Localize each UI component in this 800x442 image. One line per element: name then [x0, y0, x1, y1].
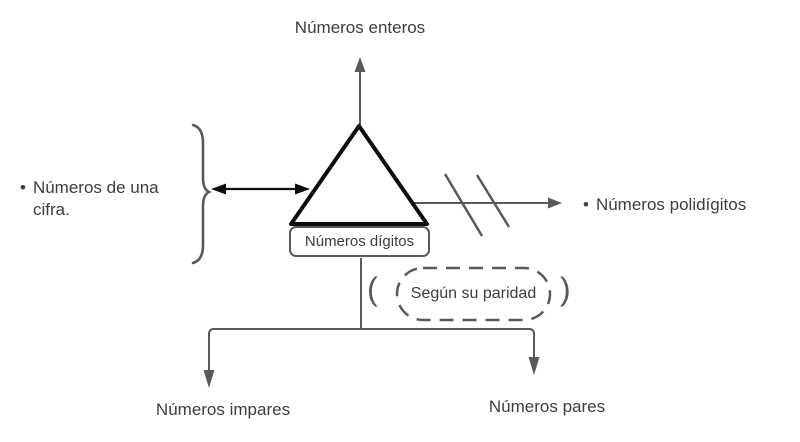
branch-line	[208, 328, 535, 372]
top-label: Números enteros	[294, 18, 426, 37]
parity-close-paren: )	[560, 271, 571, 307]
up-arrow-head-icon	[354, 57, 366, 72]
branch-left-arrow-head-icon	[203, 370, 215, 388]
branch-right-arrow-head-icon	[528, 357, 540, 375]
left-note-bullet: •	[20, 178, 26, 197]
right-note: • Números polidígitos	[583, 194, 746, 216]
curly-brace-icon	[191, 123, 212, 265]
left-note: • Números de una cifra.	[20, 177, 190, 221]
slash-mark-2-icon	[475, 174, 511, 228]
digit-box-label: Números dígitos	[304, 233, 415, 250]
left-note-text: Números de una cifra.	[32, 178, 159, 220]
double-arrow-right-head-icon	[295, 183, 310, 195]
right-note-text: Números polidígitos	[595, 195, 747, 214]
slash-mark-1-icon	[443, 173, 484, 237]
parity-label: Según su paridad	[410, 285, 537, 302]
right-note-bullet: •	[583, 195, 589, 214]
parity-open-paren: (	[367, 271, 378, 307]
digit-box: Números dígitos	[289, 226, 430, 257]
bottom-left-label: Números impares	[155, 400, 291, 419]
bottom-right-label: Números pares	[488, 397, 606, 416]
triangle-shape	[289, 124, 429, 226]
double-arrow-left-head-icon	[211, 183, 226, 195]
parity-label-box: Según su paridad	[397, 268, 550, 320]
right-arrow-head-icon	[548, 197, 562, 209]
parity-dashed-stadium	[395, 266, 552, 322]
